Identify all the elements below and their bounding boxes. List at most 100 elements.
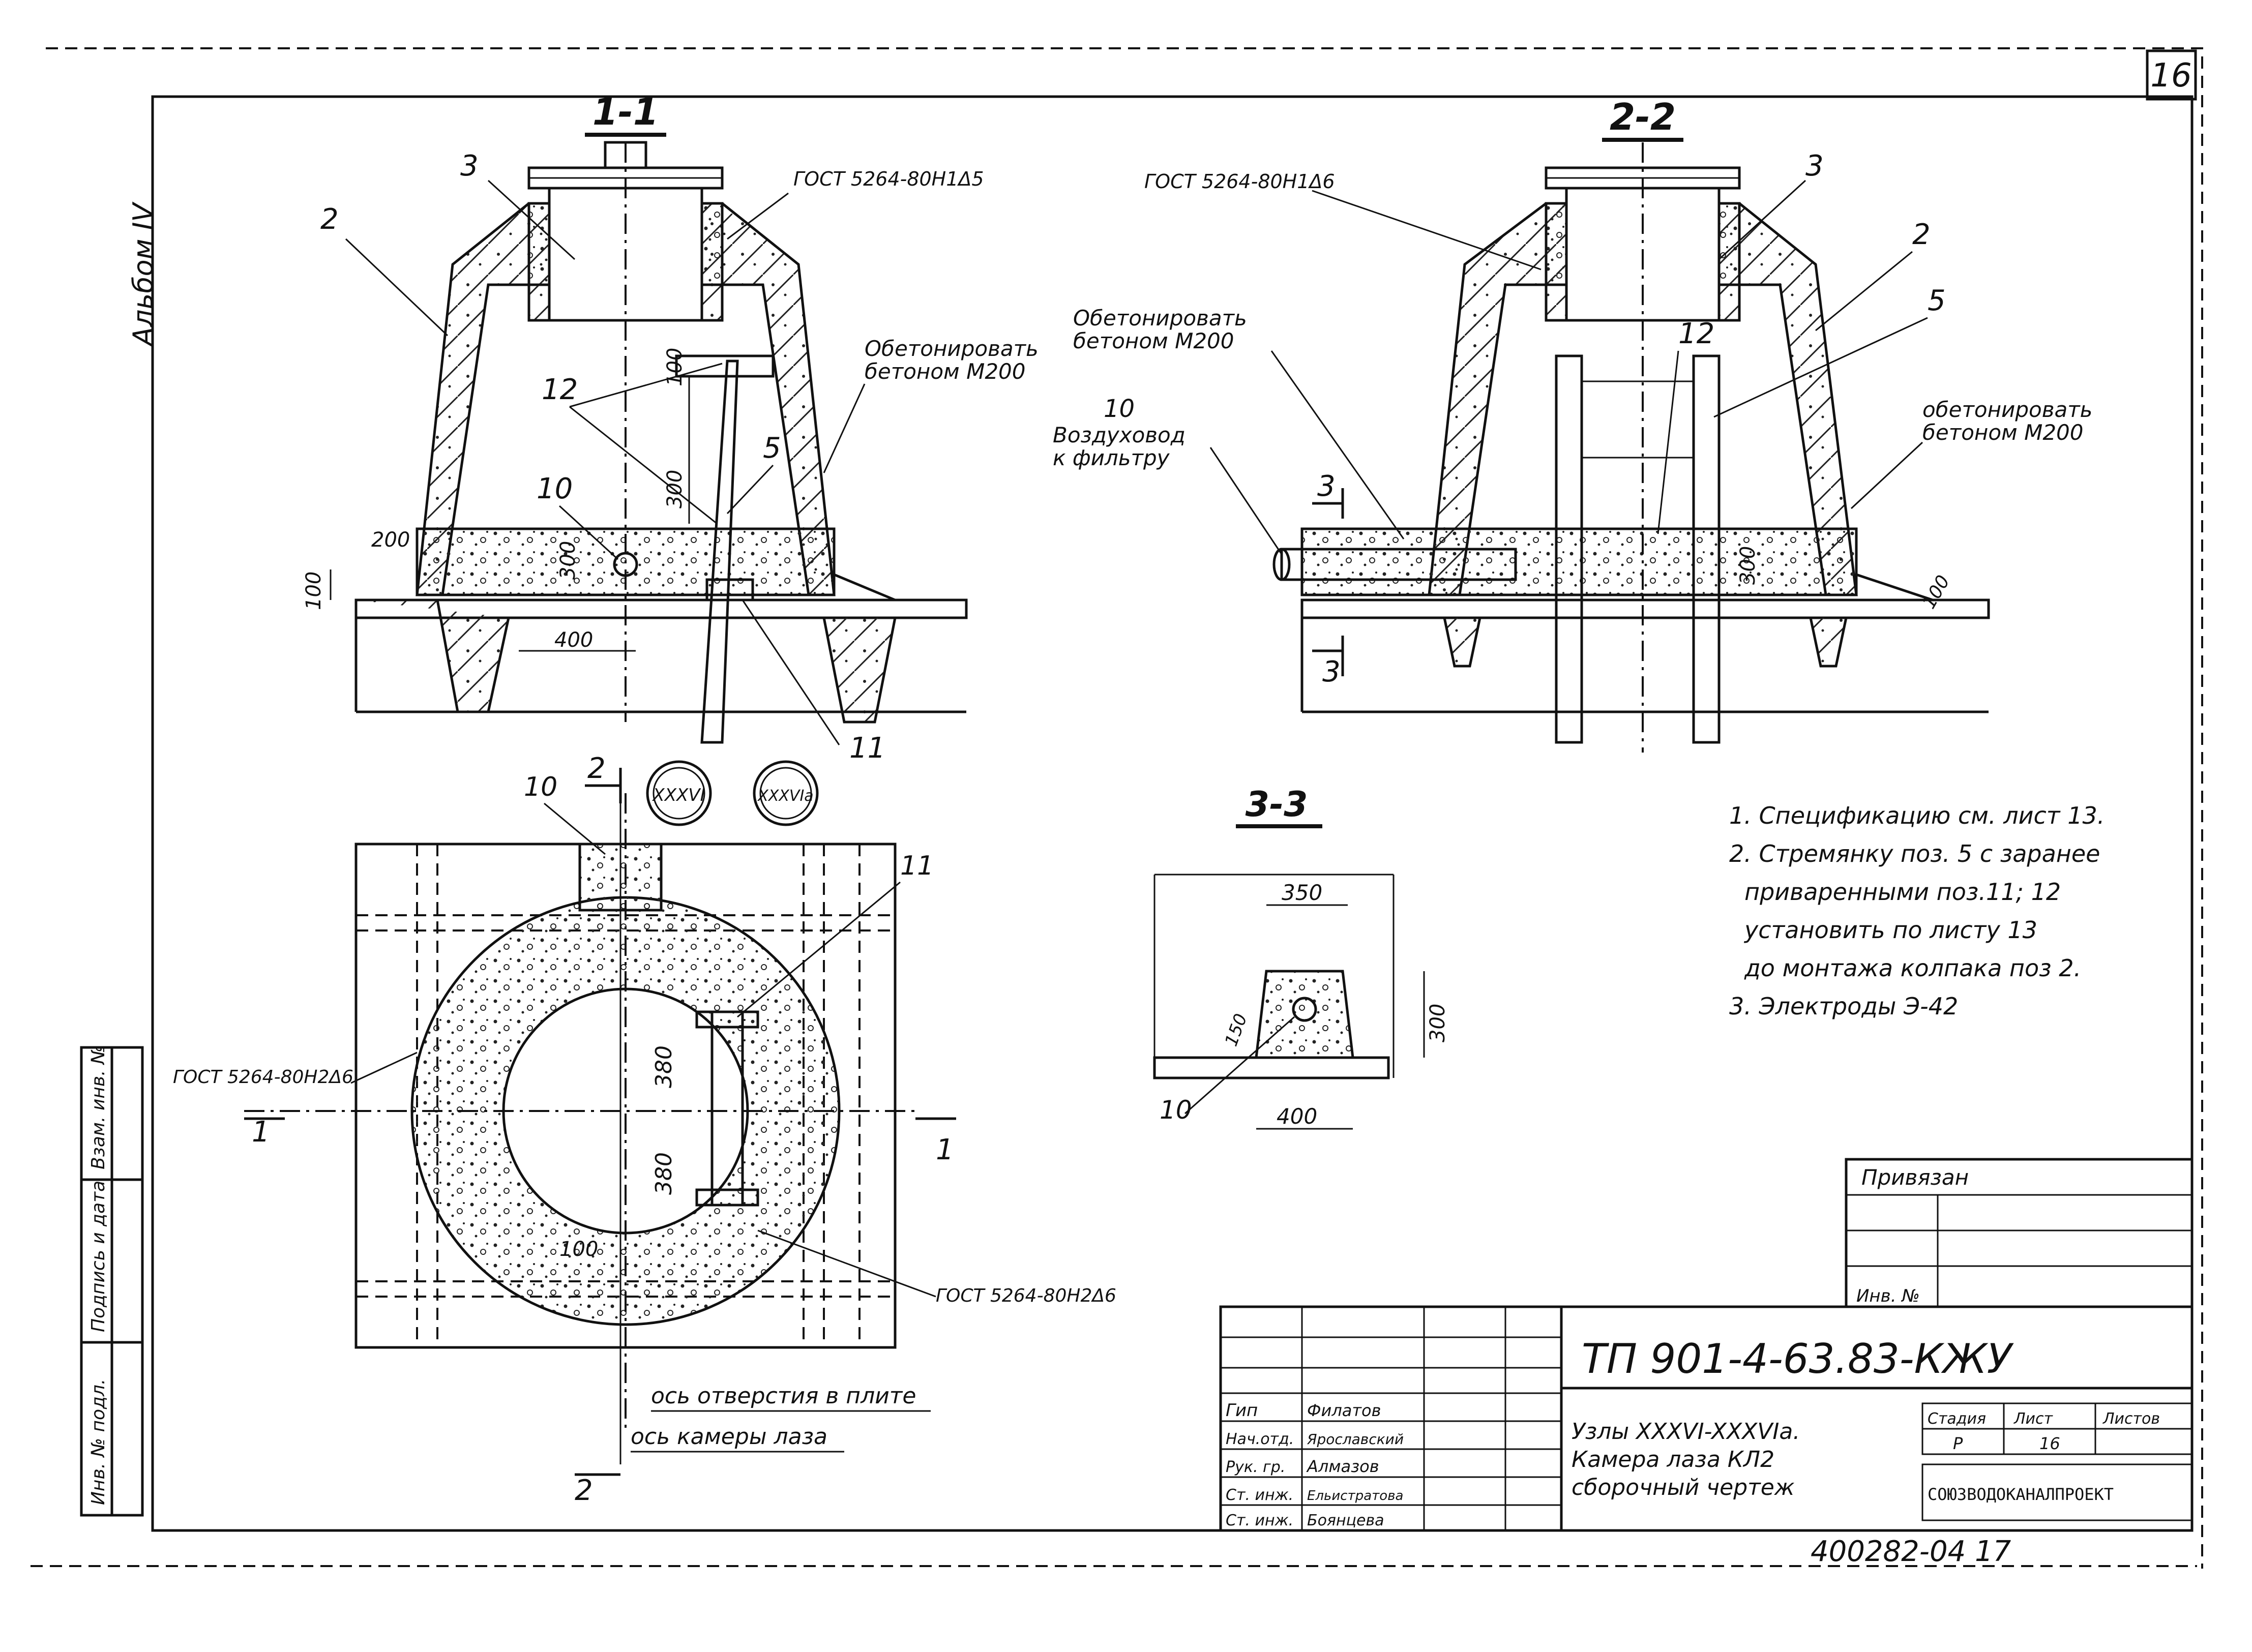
notes: 1. Спецификацию см. лист 13. 2. Стремянк… [1729, 802, 2105, 1020]
privyazan: Привязан [1861, 1165, 1969, 1190]
section-2-2: 2-2 3 2 5 12 ГОСТ 5264-80Н1Δ6 [1053, 96, 2092, 753]
outer-frame-dashed [46, 47, 2203, 1569]
cut-2-bot: 2 [575, 1474, 593, 1507]
note-1: 1. Спецификацию см. лист 13. [1729, 802, 2105, 829]
note-2b: приваренными поз.11; 12 [1744, 878, 2061, 906]
c4-10: 10 [1160, 1095, 1192, 1125]
side-stamp: Инв. № подл. Подпись и дата Взам. инв. № [80, 1045, 144, 1517]
dim-300-c: 300 [1736, 546, 1760, 585]
axis-chamber: ось камеры лаза [631, 1424, 827, 1450]
cut-1-left: 1 [252, 1116, 270, 1149]
sig-role-0: Гип [1226, 1400, 1258, 1421]
concrete-1a: Обетонировать [865, 336, 1039, 361]
sheets-label: Листов [2102, 1410, 2160, 1428]
cut-1-right: 1 [936, 1133, 954, 1166]
stamp-inv: Инв. № подл. [88, 1379, 109, 1505]
gost-4: ГОСТ 5264-80Н2Δ6 [936, 1285, 1116, 1306]
dim-100-b: 100 [302, 572, 325, 610]
c2-3: 3 [1805, 149, 1824, 183]
sheet-number: 16 [2150, 57, 2191, 95]
sig-name-1: Ярославский [1307, 1431, 1404, 1448]
c1-3: 3 [460, 149, 479, 183]
title-block: Гип Филатов Нач.отд. Ярославский Рук. гр… [1219, 1305, 2194, 1532]
dim-200-a: 200 [371, 528, 410, 552]
inner-frame [151, 95, 2194, 1532]
section-3-title: 3-3 [1246, 785, 1308, 825]
sheet-label: Лист [2013, 1410, 2054, 1428]
dim-380-b: 380 [651, 1152, 677, 1195]
air-a: Воздуховод [1053, 423, 1186, 447]
sheet-number-box [2146, 49, 2197, 101]
album-label: Альбом IV [127, 201, 159, 347]
gost-1: ГОСТ 5264-80Н1Δ5 [793, 168, 984, 190]
dim-100-a: 100 [663, 348, 687, 386]
concrete-3a: обетонировать [1922, 397, 2092, 422]
stamp-replace: Взам. инв. № [88, 1045, 109, 1169]
note-2d: до монтажа колпака поз 2. [1744, 954, 2081, 982]
cut-3-bot: 3 [1322, 655, 1341, 688]
sig-role-1: Нач.отд. [1226, 1430, 1294, 1448]
sig-name-0: Филатов [1307, 1401, 1381, 1420]
dim-100-c: 100 [1918, 572, 1954, 612]
section-1-1: 1-1 300 100 300 400 200 10 [302, 91, 1039, 765]
concrete-1b: бетоном М200 [865, 359, 1026, 384]
sig-name-4: Боянцева [1307, 1512, 1384, 1529]
c2-12: 12 [1678, 317, 1714, 350]
title-line-3: сборочный чертеж [1572, 1475, 1795, 1500]
stamp-sign: Подпись и дата [88, 1181, 109, 1332]
c1-2: 2 [320, 203, 339, 236]
sig-name-3: Ельистратова [1307, 1488, 1403, 1504]
note-3: 3. Электроды Э-42 [1729, 993, 1958, 1020]
axis-hole: ось отверстия в плите [651, 1383, 916, 1409]
dim-380-a: 380 [651, 1045, 677, 1088]
sig-role-4: Ст. инж. [1226, 1512, 1293, 1529]
node-1: XXXVI [651, 785, 705, 805]
dim-300-a: 300 [663, 470, 687, 508]
note-2: 2. Стремянку поз. 5 с заранее [1729, 840, 2100, 867]
c1-5: 5 [763, 432, 781, 465]
sig-name-2: Алмазов [1306, 1457, 1379, 1476]
title-line-1: Узлы XXXVI-XXXVIa. [1572, 1419, 1800, 1445]
air-b: к фильтру [1053, 445, 1170, 470]
bottom-code: 400282-04 17 [1811, 1535, 2011, 1568]
stage-value: Р [1953, 1434, 1963, 1453]
concrete-2a: Обетонировать [1073, 306, 1247, 331]
dim-100-d: 100 [559, 1238, 598, 1261]
sig-role-3: Ст. инж. [1226, 1486, 1293, 1504]
cut-2-top: 2 [587, 752, 606, 785]
plan-view: 380 380 100 10 11 ГОСТ 5264-80Н2Δ6 ГОСТ … [173, 752, 1116, 1507]
dim-350: 350 [1282, 880, 1322, 905]
stage-label: Стадия [1928, 1410, 1986, 1428]
c3-11: 11 [900, 851, 934, 881]
c2-5: 5 [1928, 284, 1946, 317]
section-2-title: 2-2 [1610, 96, 1676, 138]
section-3-3: 3-3 350 400 300 150 10 [1153, 785, 1449, 1130]
org: СОЮЗВОДОКАНАЛПРОЕКТ [1928, 1485, 2114, 1504]
gost-2: ГОСТ 5264-80Н1Δ6 [1144, 170, 1335, 193]
note-2c: установить по листу 13 [1743, 916, 2037, 944]
doc-code: ТП 901-4-63.83-КЖУ [1582, 1335, 2014, 1383]
cut-3-top: 3 [1317, 470, 1336, 503]
c2-2: 2 [1912, 218, 1931, 251]
c2-10: 10 [1104, 395, 1135, 423]
node-2: XXXVIa [757, 787, 813, 805]
privyazan-box: Привязан Инв. № [1845, 1158, 2194, 1308]
sig-role-2: Рук. гр. [1226, 1458, 1285, 1476]
c3-10: 10 [524, 772, 557, 802]
c1-11: 11 [849, 732, 885, 765]
dim-400-b: 400 [1277, 1104, 1317, 1129]
section-1-title: 1-1 [592, 91, 659, 133]
gost-3: ГОСТ 5264-80Н2Δ6 [173, 1067, 353, 1088]
c1-10: 10 [537, 472, 573, 505]
dim-400-a: 400 [554, 628, 593, 652]
sheet-value: 16 [2039, 1434, 2060, 1453]
concrete-3b: бетоном М200 [1922, 420, 2084, 445]
dim-150: 150 [1221, 1011, 1252, 1049]
concrete-2b: бетоном М200 [1073, 328, 1234, 353]
inv-no: Инв. № [1856, 1286, 1920, 1306]
title-line-2: Камера лаза КЛ2 [1572, 1447, 1774, 1473]
dim-300-b: 300 [556, 541, 580, 580]
dim-300-d: 300 [1426, 1004, 1449, 1042]
